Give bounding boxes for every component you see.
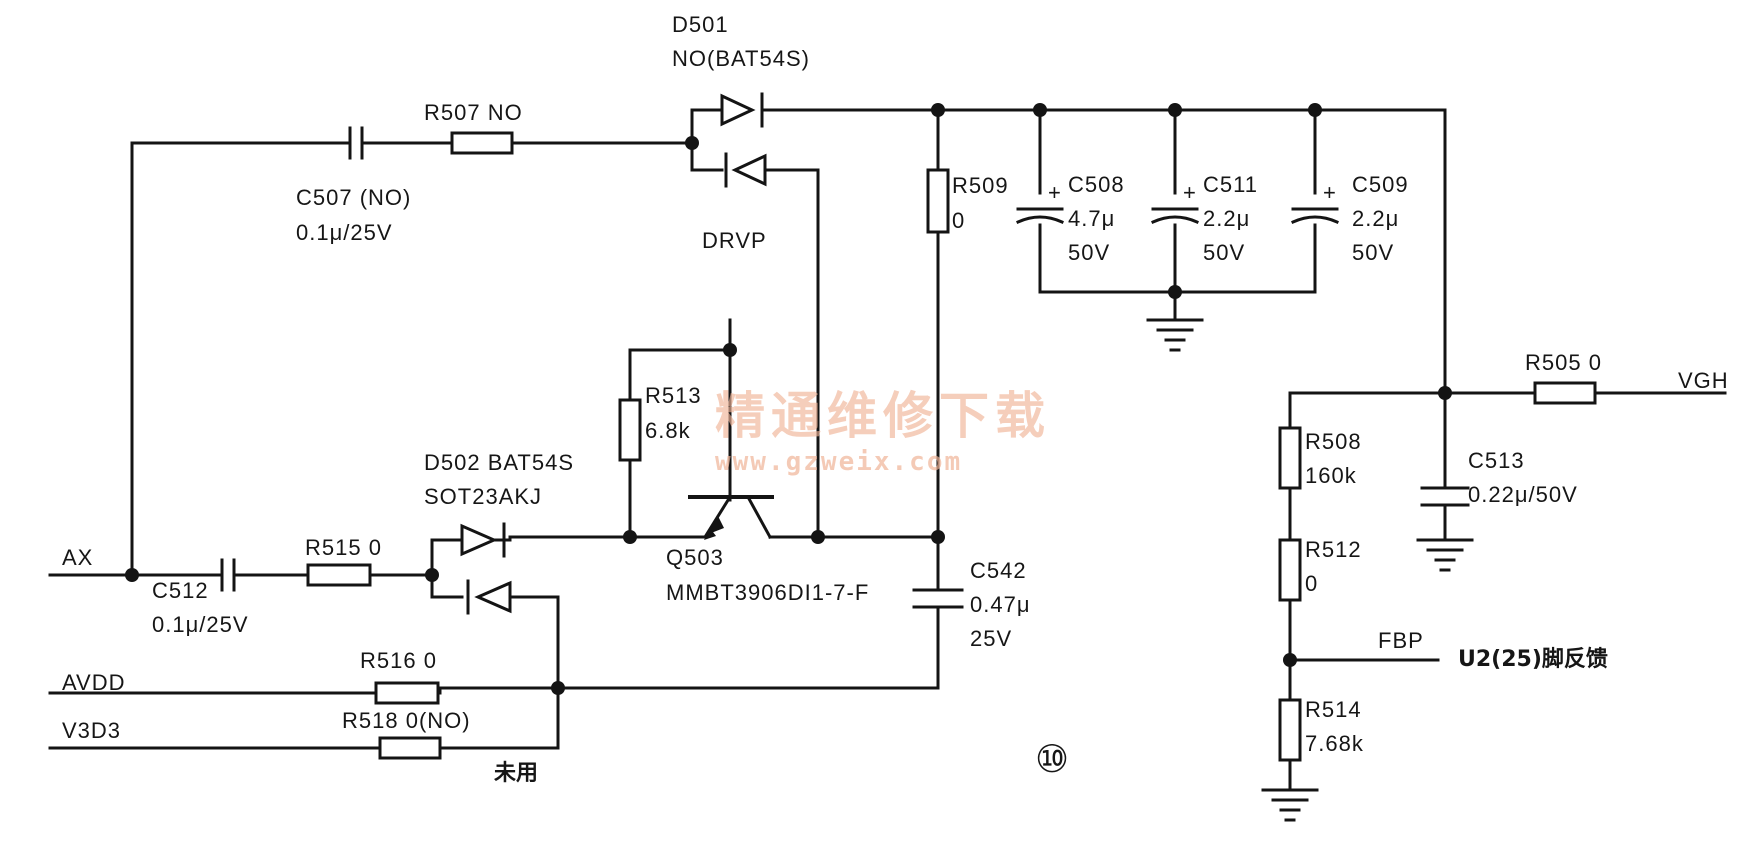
resistor-r514 — [1278, 698, 1302, 762]
drvp-label: DRVP — [702, 228, 767, 253]
labels: D501 NO(BAT54S) R507 NO C507 (NO) 0.1μ/2… — [62, 12, 1729, 786]
ground-symbol-c513 — [1416, 538, 1474, 572]
q503-ref: Q503 — [666, 545, 724, 570]
c542-value: 0.47μ — [970, 592, 1031, 617]
r513-ref: R513 — [645, 383, 702, 408]
resistor-r507 — [450, 131, 514, 155]
capacitor-c507 — [348, 126, 364, 160]
resistor-r515 — [306, 563, 372, 587]
resistor-r513 — [618, 398, 642, 462]
wires — [48, 108, 1727, 790]
c509-value: 2.2μ — [1352, 206, 1399, 231]
resistor-r509 — [926, 168, 950, 234]
avdd-label: AVDD — [62, 670, 126, 695]
c512-value: 0.1μ/25V — [152, 612, 249, 637]
c513-value: 0.22μ/50V — [1468, 482, 1578, 507]
transistor-q503 — [688, 494, 774, 540]
r505-label: R505 0 — [1525, 350, 1602, 375]
junction-dots — [125, 103, 1452, 695]
ground-symbol-r514 — [1261, 788, 1319, 822]
ax-label: AX — [62, 545, 93, 570]
r514-ref: R514 — [1305, 697, 1362, 722]
r516-label: R516 0 — [360, 648, 437, 673]
ground-symbol-capbank — [1146, 318, 1204, 352]
c509-ref: C509 — [1352, 172, 1409, 197]
r509-ref: R509 — [952, 173, 1009, 198]
d502-value: SOT23AKJ — [424, 484, 542, 509]
v3d3-label: V3D3 — [62, 718, 121, 743]
c513-ref: C513 — [1468, 448, 1525, 473]
c542-ref: C542 — [970, 558, 1027, 583]
fbp-label: FBP — [1378, 628, 1424, 653]
unused-note: 未用 — [494, 761, 538, 786]
c508-voltage: 50V — [1068, 240, 1110, 265]
r512-ref: R512 — [1305, 537, 1362, 562]
r518-label: R518 0(NO) — [342, 708, 471, 733]
resistor-r512 — [1278, 538, 1302, 602]
q503-value: MMBT3906DI1-7-F — [666, 580, 869, 605]
r508-value: 160k — [1305, 463, 1357, 488]
c511-value: 2.2μ — [1203, 206, 1250, 231]
resistor-r518 — [378, 736, 442, 760]
resistor-r508 — [1278, 426, 1302, 490]
r507-label: R507 NO — [424, 100, 523, 125]
d502-ref: D502 BAT54S — [424, 450, 574, 475]
capacitor-c512 — [220, 558, 236, 592]
vgh-label: VGH — [1678, 368, 1729, 393]
capacitor-c509: + — [1291, 180, 1339, 224]
d501-ref: D501 — [672, 12, 729, 37]
c508-ref: C508 — [1068, 172, 1125, 197]
figure-number: ⑩ — [1035, 737, 1069, 781]
c511-voltage: 50V — [1203, 240, 1245, 265]
c512-ref: C512 — [152, 578, 209, 603]
capacitor-c542 — [912, 588, 964, 609]
c507-value: 0.1μ/25V — [296, 220, 393, 245]
r508-ref: R508 — [1305, 429, 1362, 454]
resistor-r505 — [1533, 381, 1597, 405]
r512-value: 0 — [1305, 571, 1318, 596]
diode-d502 — [460, 522, 512, 615]
c508-value: 4.7μ — [1068, 206, 1115, 231]
r515-label: R515 0 — [305, 535, 382, 560]
c509-voltage: 50V — [1352, 240, 1394, 265]
c511-ref: C511 — [1203, 172, 1258, 197]
watermark-url: www.gzweix.com — [715, 447, 962, 477]
svg-text:+: + — [1048, 180, 1062, 205]
capacitor-c508: + — [1016, 180, 1064, 224]
r514-value: 7.68k — [1305, 731, 1364, 756]
c542-voltage: 25V — [970, 626, 1012, 651]
d501-value: NO(BAT54S) — [672, 46, 810, 71]
r509-value: 0 — [952, 208, 965, 233]
diode-d501 — [720, 92, 767, 188]
capacitor-c511: + — [1151, 180, 1199, 224]
capacitor-c513 — [1420, 486, 1470, 507]
feedback-note: U2(25)脚反馈 — [1458, 646, 1608, 672]
watermark-title: 精通维修下载 — [715, 387, 1051, 445]
c507-ref: C507 (NO) — [296, 185, 411, 210]
r513-value: 6.8k — [645, 418, 691, 443]
resistor-r516 — [374, 681, 440, 705]
svg-text:+: + — [1183, 180, 1197, 205]
svg-text:+: + — [1323, 180, 1337, 205]
